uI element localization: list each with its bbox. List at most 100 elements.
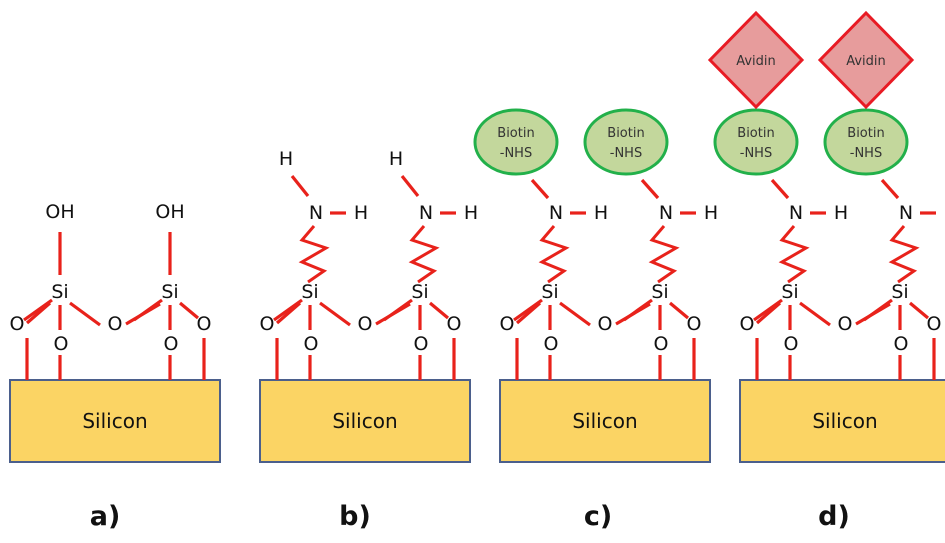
hydrogen-atom-label: H [464,202,478,224]
panel-label-b: b) [339,501,371,532]
hydroxyl-group-label: OH [155,201,184,223]
oxygen-atom-label: O [687,313,702,335]
oxygen-atom-label: O [544,333,559,355]
si-o-bond [755,301,782,325]
biotin-linker-bond [880,178,900,200]
bridging-oxygen-label: O [598,313,613,335]
nitrogen-atom-label: N [309,202,323,224]
nitrogen-atom-label: N [899,202,913,224]
hydrogen-atom-label: H [279,148,293,170]
oxygen-atom-label: O [894,333,909,355]
si-o-bond [863,298,893,322]
nhs-label: -NHS [610,146,642,161]
oxygen-atom-label: O [54,333,69,355]
silicon-atom-label: Si [541,281,558,303]
hydrogen-atom-label: H [944,202,945,224]
nhs-label: -NHS [740,146,772,161]
nitrogen-atom-label: N [549,202,563,224]
hydrogen-atom-label: H [354,202,368,224]
biotin-nhs-ellipse [473,108,559,176]
bridging-oxygen-label: O [358,313,373,335]
oxygen-atom-label: O [447,313,462,335]
alkyl-chain [408,225,440,284]
silicon-atom-label: Si [891,281,908,303]
panel-label-c: c) [584,501,612,532]
silicon-substrate [9,379,221,463]
silicon-atom-label: Si [51,281,68,303]
si-o-bond [623,298,653,322]
silicon-atom-label: Si [411,281,428,303]
oxygen-atom-label: O [260,313,275,335]
si-o-bond [69,301,101,327]
oxygen-atom-label: O [10,313,25,335]
hydrogen-atom-label: H [834,202,848,224]
n-h-bond [400,175,420,197]
oxygen-atom-label: O [740,313,755,335]
avidin-label: Avidin [846,54,886,69]
si-o-bond [799,301,831,327]
hydrogen-atom-label: H [704,202,718,224]
panel-label-d: d) [818,501,850,532]
silicon-substrate [499,379,711,463]
panel-label-a: a) [90,501,121,532]
si-o-bond [908,301,930,320]
biotin-linker-bond [530,178,550,200]
avidin-diamond [817,10,915,110]
bridging-oxygen-label: O [108,313,123,335]
si-o-bond [515,301,542,325]
silicon-substrate [259,379,471,463]
hydrogen-atom-label: H [594,202,608,224]
substrate-label: Silicon [812,409,877,433]
oxygen-atom-label: O [414,333,429,355]
oxygen-atom-label: O [304,333,319,355]
substrate-label: Silicon [82,409,147,433]
oxygen-atom-label: O [927,313,942,335]
avidin-label: Avidin [736,54,776,69]
oxygen-atom-label: O [784,333,799,355]
silicon-substrate [739,379,945,463]
substrate-label: Silicon [572,409,637,433]
alkyl-chain [778,225,810,284]
substrate-label: Silicon [332,409,397,433]
nhs-label: -NHS [850,146,882,161]
si-o-bond [383,298,413,322]
si-o-bond [668,301,690,320]
nitrogen-atom-label: N [419,202,433,224]
si-o-bond [428,301,450,320]
biotin-label: Biotin [607,126,644,141]
biotin-nhs-ellipse [823,108,909,176]
oxygen-atom-label: O [654,333,669,355]
biotin-nhs-ellipse [583,108,669,176]
si-o-bond [25,301,52,325]
bridging-oxygen-label: O [838,313,853,335]
biotin-linker-bond [640,178,660,200]
biotin-label: Biotin [737,126,774,141]
silicon-atom-label: Si [301,281,318,303]
oxygen-atom-label: O [500,313,515,335]
alkyl-chain [298,225,330,284]
si-o-bond [559,301,591,327]
oxygen-atom-label: O [197,313,212,335]
si-o-bond [275,301,302,325]
silicon-atom-label: Si [781,281,798,303]
si-o-bond [319,301,351,327]
hydrogen-atom-label: H [389,148,403,170]
nitrogen-atom-label: N [659,202,673,224]
biotin-label: Biotin [847,126,884,141]
avidin-diamond [707,10,805,110]
alkyl-chain [888,225,920,284]
hydroxyl-group-label: OH [45,201,74,223]
silicon-atom-label: Si [161,281,178,303]
nitrogen-atom-label: N [789,202,803,224]
si-o-bond [178,301,200,320]
alkyl-chain [538,225,570,284]
panel-d: SiliconSiOOOSiOONHBiotin-NHSAvidinNHBiot… [707,10,945,463]
oxygen-atom-label: O [164,333,179,355]
alkyl-chain [648,225,680,284]
biotin-label: Biotin [497,126,534,141]
